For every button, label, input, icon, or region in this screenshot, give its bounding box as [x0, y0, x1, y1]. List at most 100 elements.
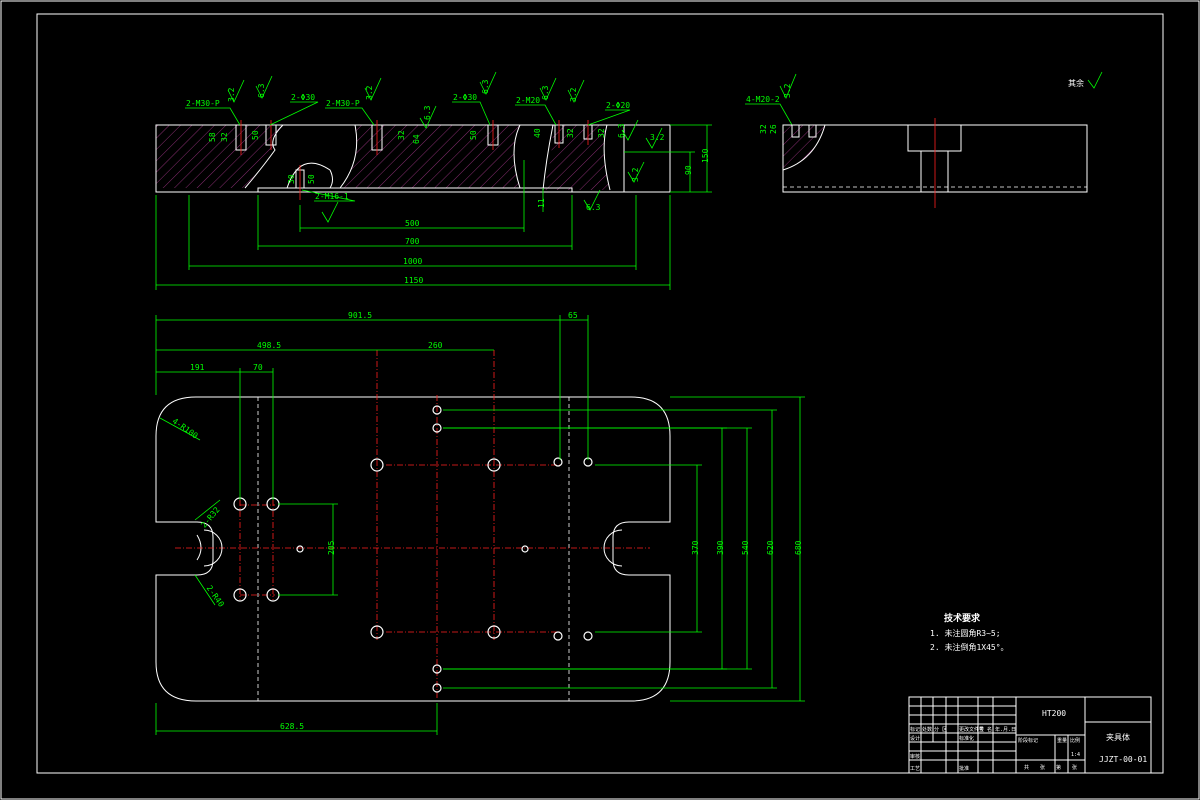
tb-sheet-3: 第 — [1056, 764, 1061, 771]
dim-65: 65 — [568, 311, 578, 320]
label-2-m20: 2-M20 — [516, 96, 540, 105]
rough-4: 6.3 — [481, 79, 490, 94]
side-slot — [907, 124, 962, 152]
dim-11: 11 — [537, 198, 546, 208]
inner-border — [36, 13, 1164, 774]
dim-90: 90 — [684, 165, 693, 175]
dim-front-64: 64 — [412, 134, 421, 144]
tb-role-design: 设计 — [910, 735, 920, 742]
dim-620: 620 — [766, 540, 775, 555]
rough-11: 6.3 — [586, 203, 601, 212]
dim-front-50c: 50 — [307, 174, 316, 184]
side-break — [782, 124, 826, 171]
side-hatch — [783, 125, 825, 170]
side-dim-26: 26 — [769, 124, 778, 134]
tb-role-process: 工艺 — [910, 766, 920, 772]
label-4-r100: 4-R100 — [171, 417, 200, 441]
rough-6: 3.2 — [569, 87, 578, 102]
side-dim-32: 32 — [759, 124, 768, 134]
dim-front-32a: 32 — [220, 132, 229, 142]
top-outline — [155, 396, 671, 702]
dim-540: 540 — [741, 540, 750, 555]
tech-note-1: 1. 未注圆角R3~5; — [930, 628, 1001, 638]
tb-material: HT200 — [1042, 709, 1066, 718]
dim-front-32c: 32 — [566, 128, 575, 138]
surface-note: 其余 — [1068, 78, 1084, 88]
dim-390: 390 — [716, 540, 725, 555]
top-view: 901.5 65 498.5 260 191 70 628.5 205 370 … — [155, 311, 805, 735]
label-2-m30-p-b: 2-M30-P — [326, 99, 360, 108]
tb-rev-h6: 年.月.日 — [995, 726, 1016, 733]
tb-sheet-1: 共 — [1024, 764, 1029, 771]
dim-680: 680 — [794, 540, 803, 555]
label-2-d20: 2-Φ20 — [606, 101, 630, 110]
rough-10: 3.2 — [631, 167, 640, 182]
dim-150: 150 — [701, 148, 710, 163]
tech-notes: 技术要求 1. 未注圆角R3~5; 2. 未注倒角1X45°。 — [930, 612, 1009, 652]
tb-approve: 批准 — [959, 765, 969, 772]
side-rough: 3.2 — [783, 83, 792, 98]
section-hatch-mid — [340, 125, 520, 188]
break-line-5 — [603, 124, 611, 191]
label-2-m30-p-a: 2-M30-P — [186, 99, 220, 108]
dim-191: 191 — [190, 363, 205, 372]
dim-500: 500 — [405, 219, 420, 228]
tb-std: 标准化 — [959, 735, 974, 742]
tb-scale-value: 1:4 — [1071, 752, 1080, 758]
tb-drawing-no: JJZT-00-01 — [1099, 755, 1147, 764]
dim-1150: 1150 — [404, 276, 423, 285]
rough-3: 3.2 — [365, 85, 374, 100]
side-view: 4-M20-2 3.2 32 26 其余 — [746, 78, 1088, 208]
rough-9: 3.2 — [650, 133, 665, 142]
dim-front-32b: 32 — [397, 130, 406, 140]
label-2-r40: 2-R40 — [205, 584, 226, 609]
dim-front-58: 58 — [208, 132, 217, 142]
section-hatch-left — [156, 125, 283, 188]
dim-370: 370 — [691, 540, 700, 555]
dim-70: 70 — [253, 363, 263, 372]
dim-front-40: 40 — [533, 128, 542, 138]
title-block: HT200 夹具体 JJZT-00-01 标记 处数 分 区 更改文件号 签 名… — [908, 696, 1152, 774]
dim-1000: 1000 — [403, 257, 422, 266]
label-2-r32: 2-R32 — [199, 505, 221, 529]
tb-stage: 阶段标记 — [1018, 737, 1038, 744]
rough-7: 6.3 — [423, 105, 432, 120]
tb-rev-h5: 签 名 — [979, 726, 992, 733]
rough-2: 6.3 — [257, 83, 266, 98]
tb-rev-h2: 处数 — [922, 726, 932, 733]
tb-rev-h3: 分 区 — [934, 726, 947, 733]
tb-rev-h4: 更改文件号 — [959, 726, 984, 733]
tb-role-check: 审核 — [910, 753, 920, 760]
dim-498-5: 498.5 — [257, 341, 281, 350]
break-line-2 — [339, 124, 358, 189]
break-line-4 — [542, 124, 554, 191]
tb-sheet-4: 张 — [1072, 764, 1077, 771]
rough-8: 6.3 — [617, 123, 626, 138]
tb-rev-h1: 标记 — [910, 726, 920, 733]
label-2-d30-b: 2-Φ30 — [453, 93, 477, 102]
label-2-d30-a: 2-Φ30 — [291, 93, 315, 102]
dim-628-5: 628.5 — [280, 722, 304, 731]
dim-front-50a: 50 — [251, 130, 260, 140]
label-2-m16: 2-M16-1 — [315, 192, 349, 201]
label-4-m20-2: 4-M20-2 — [746, 95, 780, 104]
tb-weight: 重量 — [1057, 737, 1067, 744]
front-view: 2-M30-P 2-Φ30 2-M30-P 2-Φ30 2-M20 2-Φ20 … — [155, 71, 1103, 290]
rough-1: 3.2 — [227, 87, 236, 102]
dim-front-30: 30 — [287, 174, 296, 184]
tb-scale: 比例 — [1070, 737, 1080, 744]
dim-700: 700 — [405, 237, 420, 246]
tech-note-2: 2. 未注倒角1X45°。 — [930, 642, 1009, 652]
dim-260: 260 — [428, 341, 443, 350]
tb-part-name: 夹具体 — [1106, 732, 1130, 742]
section-hatch-right — [543, 125, 610, 190]
tb-sheet-2: 张 — [1040, 764, 1045, 771]
dim-901-5: 901.5 — [348, 311, 372, 320]
rough-5: 6.3 — [541, 85, 550, 100]
front-outline — [155, 124, 671, 193]
dim-front-50b: 50 — [469, 130, 478, 140]
dim-205: 205 — [327, 540, 336, 555]
break-line-3 — [513, 124, 521, 189]
